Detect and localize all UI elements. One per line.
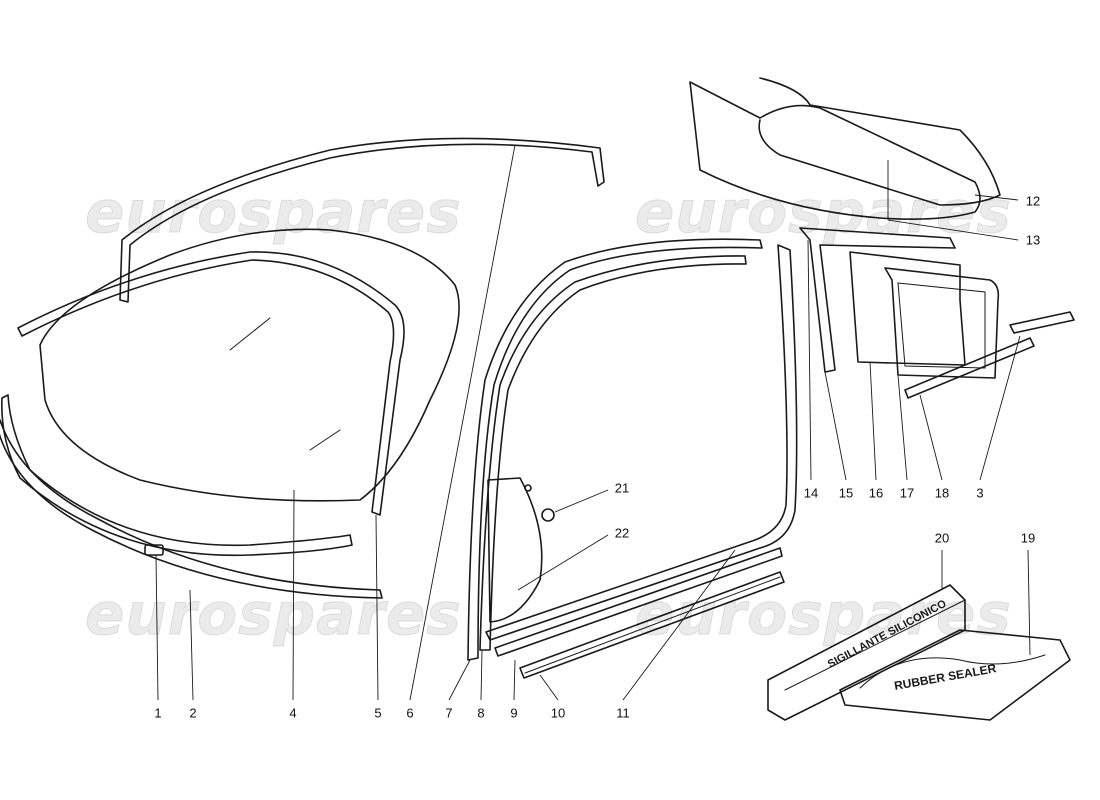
part-4-windscreen bbox=[39, 228, 460, 502]
callout-21: 21 bbox=[614, 480, 630, 496]
callout-1: 1 bbox=[154, 705, 162, 721]
part-21-screw bbox=[524, 484, 555, 522]
part-9-10-sill-seals bbox=[494, 547, 785, 679]
tube-label: SIGILLANTE SILICONICO bbox=[826, 598, 949, 671]
callout-7: 7 bbox=[445, 705, 453, 721]
callout-3: 3 bbox=[976, 485, 984, 501]
callout-13: 13 bbox=[1025, 232, 1041, 248]
callout-22: 22 bbox=[614, 525, 630, 541]
leader-lines bbox=[155, 144, 1031, 701]
callout-6: 6 bbox=[406, 705, 414, 721]
callout-2: 2 bbox=[189, 705, 197, 721]
callout-10: 10 bbox=[550, 705, 566, 721]
part-14-18-side-window bbox=[799, 227, 1075, 399]
callout-18: 18 bbox=[934, 485, 950, 501]
part-7-8-door-seal bbox=[467, 238, 798, 661]
callout-11: 11 bbox=[616, 705, 630, 721]
callout-19: 19 bbox=[1020, 530, 1036, 546]
part-6-roof-rail bbox=[119, 137, 605, 303]
part-22-plate bbox=[487, 477, 543, 623]
callout-16: 16 bbox=[868, 485, 884, 501]
callout-20: 20 bbox=[934, 530, 950, 546]
part-1-clip bbox=[144, 544, 164, 556]
callout-15: 15 bbox=[838, 485, 854, 501]
callout-17: 17 bbox=[899, 485, 915, 501]
callout-12: 12 bbox=[1025, 193, 1041, 209]
callout-14: 14 bbox=[803, 485, 819, 501]
part-5-windscreen-seal bbox=[17, 251, 405, 516]
part-12-13-rear-window bbox=[689, 77, 1001, 220]
callout-5: 5 bbox=[374, 705, 382, 721]
callout-4: 4 bbox=[289, 705, 297, 721]
callout-8: 8 bbox=[477, 705, 485, 721]
callout-9: 9 bbox=[510, 705, 518, 721]
part-2-lower-moulding bbox=[0, 394, 383, 599]
sealer-label: RUBBER SEALER bbox=[893, 661, 998, 693]
part-20-sealant-box: SIGILLANTE SILICONICO bbox=[767, 584, 966, 721]
